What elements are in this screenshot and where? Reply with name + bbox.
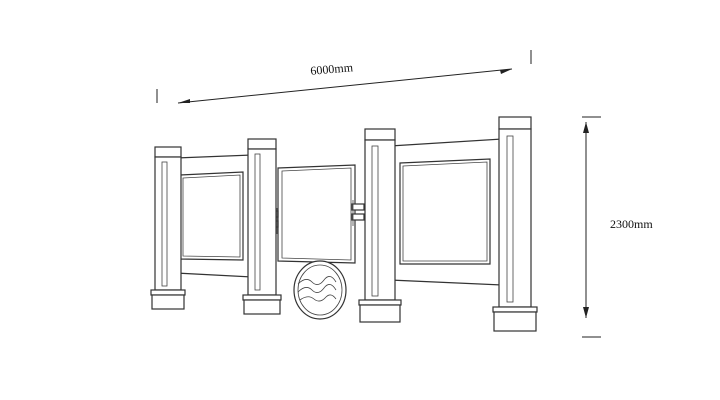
panel-left — [175, 154, 253, 278]
height-dimension: 2300mm — [582, 116, 653, 338]
arrow-head-right — [500, 69, 512, 74]
post-1 — [150, 146, 186, 310]
panel-right — [389, 138, 503, 286]
post-2 — [242, 138, 282, 315]
post-4 — [492, 116, 538, 332]
hinge-right — [351, 200, 365, 226]
wave-logo — [293, 260, 347, 320]
width-arrow-line — [177, 68, 513, 104]
panel-center — [277, 164, 356, 264]
arrow-head-top — [583, 122, 589, 133]
post-3 — [358, 128, 402, 323]
arrow-head-left — [178, 99, 190, 103]
arrow-head-bottom — [583, 307, 589, 318]
width-dimension: 6000mm — [156, 50, 532, 104]
height-label: 2300mm — [610, 217, 653, 231]
width-label: 6000mm — [310, 60, 354, 78]
